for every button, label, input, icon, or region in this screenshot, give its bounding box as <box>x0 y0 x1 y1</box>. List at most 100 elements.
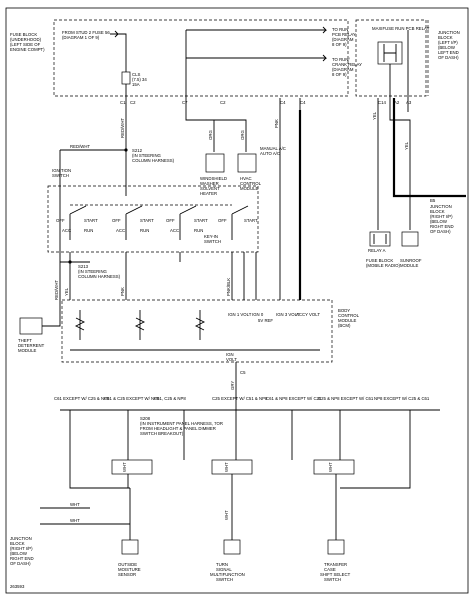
wire-label-wht-b1: WHT <box>70 502 80 507</box>
from-stud-label: FROM STUD 2 FUSE 56 (DIAGRAM 1 OF 9) <box>62 30 110 40</box>
turn-signal-label: TURN SIGNAL MULTIFUNCTION SWITCH <box>210 562 245 582</box>
svg-text:WHT: WHT <box>122 462 127 472</box>
wire-label-pnk-blk: PNK/BLK <box>226 278 231 296</box>
option-drops <box>69 392 411 460</box>
theft-feed <box>42 320 61 327</box>
svg-text:START: START <box>84 218 98 223</box>
svg-text:ACC: ACC <box>62 228 71 233</box>
svg-text:SWITCH: SWITCH <box>52 173 69 178</box>
svg-text:WINDSHIELD: WINDSHIELD <box>200 176 227 181</box>
junction-block-top-label: JUNCTION BLOCK (LEFT I/P) (BELOW LEFT EN… <box>438 30 460 60</box>
svg-text:NP8 EXCEPT W/ C25 & C61: NP8 EXCEPT W/ C25 & C61 <box>374 396 430 401</box>
svg-text:TURN: TURN <box>216 562 228 567</box>
svg-text:VOLT: VOLT <box>226 357 237 362</box>
svg-text:MODULE: MODULE <box>240 186 259 191</box>
svg-text:BLOCK: BLOCK <box>438 35 453 40</box>
svg-text:C1: C1 <box>120 100 126 105</box>
outside-sensor-box <box>121 539 139 555</box>
svg-text:KEY-IN: KEY-IN <box>204 234 218 239</box>
bcm-ign-volt-label: IGN VOLT <box>226 352 237 362</box>
svg-text:(IN INSTRUMENT PANEL HARNESS,: (IN INSTRUMENT PANEL HARNESS, 7OR <box>140 421 223 426</box>
svg-text:OFF: OFF <box>166 218 175 223</box>
wire-label-yel-1: YEL <box>372 111 377 120</box>
wire-label-wht-b2: WHT <box>70 518 80 523</box>
junction-bottom-wires <box>40 507 130 525</box>
fuse-block-mobile-label: RELAY A FUSE BLOCK (MOBILE RADIO) <box>366 248 400 268</box>
switch-output-wires <box>69 252 257 300</box>
bcm-label: BODY CONTROL MODULE (BCM) <box>338 308 360 328</box>
svg-text:TO RUN: TO RUN <box>332 27 348 32</box>
svg-text:15A: 15A <box>132 82 140 87</box>
svg-text:(IN STEERING: (IN STEERING <box>78 269 108 274</box>
svg-text:WASHER: WASHER <box>200 181 219 186</box>
svg-text:DETERRENT: DETERRENT <box>18 343 45 348</box>
svg-text:RIGHT END: RIGHT END <box>10 556 34 561</box>
svg-text:C25 & NP8 EXCEPT W/ C61: C25 & NP8 EXCEPT W/ C61 <box>318 396 374 401</box>
svg-text:BLOCK: BLOCK <box>10 541 25 546</box>
svg-text:HVAC: HVAC <box>240 176 252 181</box>
svg-text:C51, C25 & NP8: C51, C25 & NP8 <box>154 396 186 401</box>
svg-text:WHT: WHT <box>328 462 333 472</box>
harness-note: S208 (IN INSTRUMENT PANEL HARNESS, 7OR F… <box>140 416 223 436</box>
svg-text:ENGINE COMPT): ENGINE COMPT) <box>10 47 45 52</box>
splice-s212-label: S212 (IN STEERING COLUMN HARNESS) <box>132 148 175 163</box>
key-in-switch-label: KEY-IN SWITCH <box>204 234 221 244</box>
svg-text:C7: C7 <box>182 100 188 105</box>
svg-text:PCB RELAY: PCB RELAY <box>332 32 356 37</box>
svg-text:START: START <box>194 218 208 223</box>
svg-text:JUNCTION: JUNCTION <box>10 536 32 541</box>
svg-text:A3: A3 <box>406 100 412 105</box>
ignition-switch-contacts: OFF START ACC RUN OFF START ACC RUN OFF … <box>56 205 258 240</box>
svg-text:SWITCH: SWITCH <box>204 239 221 244</box>
svg-text:MODULE: MODULE <box>18 348 37 353</box>
svg-text:MODULE: MODULE <box>338 318 357 323</box>
bcm-pin-labels: IGN 1 VOLT IGN 0 5V REF IGN 3 VOLT ACCY … <box>228 312 320 323</box>
svg-text:COLUMN HARNESS): COLUMN HARNESS) <box>78 274 121 279</box>
junction-block-bottom-label: JUNCTION BLOCK (RIGHT I/P) (BELOW RIGHT … <box>10 536 34 566</box>
svg-text:BODY: BODY <box>338 308 350 313</box>
turn-signal-box <box>223 539 241 555</box>
svg-text:WHT: WHT <box>224 510 229 520</box>
svg-text:SUNROOF: SUNROOF <box>400 258 422 263</box>
wire-label-yel-2: YEL <box>404 141 409 150</box>
svg-text:(MOBILE RADIO): (MOBILE RADIO) <box>366 263 400 268</box>
wire-label-red-wht-3: RED/WHT <box>54 280 59 300</box>
svg-text:(DIAGRAM: (DIAGRAM <box>332 37 354 42</box>
wire-label-yel-3: YEL <box>64 287 69 296</box>
svg-text:SIGNAL: SIGNAL <box>216 567 232 572</box>
svg-text:CONTROL: CONTROL <box>240 181 262 186</box>
svg-text:(BCM): (BCM) <box>338 323 351 328</box>
svg-text:AUTO A/C: AUTO A/C <box>260 151 280 156</box>
svg-text:OUTSIDE: OUTSIDE <box>118 562 137 567</box>
svg-text:RELAY A: RELAY A <box>368 248 386 253</box>
svg-text:OFF: OFF <box>112 218 121 223</box>
svg-text:TRANSFER: TRANSFER <box>324 562 347 567</box>
svg-text:OFF: OFF <box>218 218 227 223</box>
svg-text:LEFT END: LEFT END <box>438 50 459 55</box>
svg-text:S208: S208 <box>140 416 151 421</box>
svg-text:(DIAGRAM: (DIAGRAM <box>332 67 354 72</box>
to-pcb-relay-label: TO RUN PCB RELAY (DIAGRAM 8 OF 9) <box>332 27 356 47</box>
svg-text:OF DASH): OF DASH) <box>430 229 451 234</box>
svg-text:CLS: CLS <box>132 72 140 77</box>
svg-text:SWITCH: SWITCH <box>216 577 233 582</box>
splice-s213-label: S213 (IN STEERING COLUMN HARNESS) <box>78 264 121 279</box>
svg-text:RIGHT END: RIGHT END <box>430 224 454 229</box>
hvac-feed-wires <box>185 98 247 152</box>
transfer-case-box <box>327 539 345 555</box>
maxi-relay-coil <box>383 44 397 62</box>
connector-lower-wires <box>69 460 411 489</box>
svg-text:C25 EXCEPT W/ C51 & NP8: C25 EXCEPT W/ C51 & NP8 <box>212 396 268 401</box>
svg-text:RUN: RUN <box>84 228 93 233</box>
svg-text:OF DASH): OF DASH) <box>438 55 459 60</box>
svg-text:SWITCH: SWITCH <box>324 577 341 582</box>
connector-blocks <box>111 459 355 475</box>
transfer-case-label: TRANSFER CASE SHIFT SELECT SWITCH <box>320 562 351 582</box>
connector-b5: B5 <box>430 198 436 203</box>
svg-text:(LEFT SIDE OF: (LEFT SIDE OF <box>10 42 41 47</box>
washer-heater-box <box>205 153 225 173</box>
sunroof-module-label: SUNROOF MODULE <box>400 258 422 268</box>
fuse-block-outline <box>53 19 349 97</box>
wht-wire-labels: WHT WHT WHT WHT <box>122 462 333 520</box>
